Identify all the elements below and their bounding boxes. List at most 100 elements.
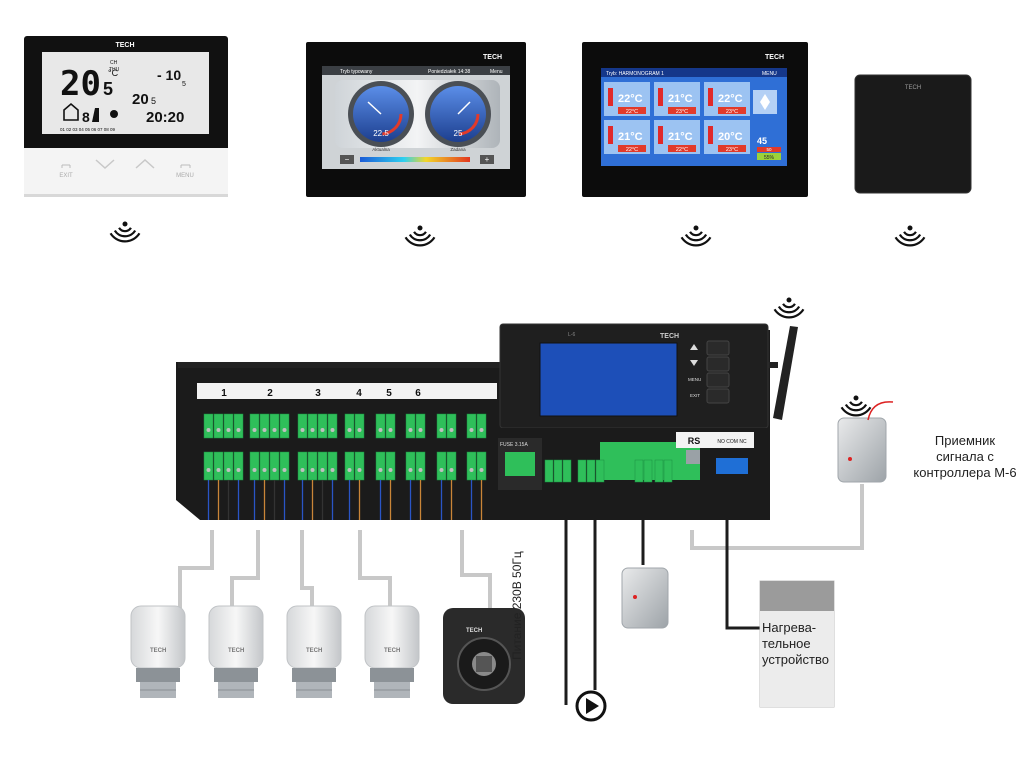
brand-logo-actuator: TECH — [228, 648, 244, 654]
gauge-1-value: 22.5 — [373, 129, 389, 138]
wifi-icon — [840, 395, 872, 417]
rs-label: RS — [688, 436, 701, 446]
rs-port[interactable] — [686, 450, 700, 464]
terminal — [223, 413, 234, 439]
controller-button-up[interactable] — [706, 340, 730, 356]
t1-zone: 8 — [82, 109, 90, 125]
t1-temp-sub: 5 — [103, 79, 113, 99]
receiver-label-line1: Приемник — [934, 433, 996, 448]
terminal — [203, 413, 214, 439]
terminal — [223, 451, 234, 481]
terminal — [249, 413, 260, 439]
terminal — [279, 451, 290, 481]
terminal — [446, 413, 457, 439]
terminal — [317, 451, 328, 481]
terminal — [249, 451, 260, 481]
terminal — [375, 451, 386, 481]
pump-icon — [575, 690, 607, 722]
terminal — [327, 451, 338, 481]
terminal — [203, 451, 214, 481]
valve-actuator: TECH — [443, 608, 525, 704]
gauge-2-value: 25 — [454, 129, 463, 138]
terminal — [269, 413, 280, 439]
plus-button[interactable]: + — [485, 155, 490, 164]
receiver-module — [837, 401, 894, 483]
terminal — [595, 459, 605, 483]
fuse-label: FUSE 3.15A — [500, 442, 528, 448]
brand-logo-controller: TECH — [660, 333, 679, 340]
t1-unit: °C — [108, 68, 119, 78]
t1-exit-button[interactable]: EXIT — [59, 173, 73, 179]
brand-logo-valve: TECH — [466, 628, 482, 634]
controller-model: L-6 — [568, 332, 575, 338]
t1-temp-main: 20 — [60, 64, 101, 104]
zone-tile[interactable]: 21°C22°C — [654, 120, 700, 154]
controller-menu-label: MENU — [688, 377, 701, 382]
controller-button-menu[interactable] — [706, 372, 730, 388]
brand-logo-3: TECH — [765, 54, 784, 61]
t1-outside-sub: 5 — [182, 81, 186, 88]
receiver-label-line2: сигнала с — [936, 449, 994, 464]
zone-tile[interactable]: 22°C22°C — [604, 82, 650, 116]
exit-icon — [61, 164, 71, 168]
terminal — [354, 451, 365, 481]
up-arrow-icon[interactable] — [135, 158, 155, 169]
brand-logo-actuator: TECH — [150, 648, 166, 654]
terminal — [476, 413, 487, 439]
navigation-cross-icon[interactable] — [760, 94, 770, 110]
zone-tile[interactable]: 21°C22°C — [604, 120, 650, 154]
terminal — [476, 451, 487, 481]
hand-icon — [92, 108, 99, 122]
zone-tile-set: 23°C — [726, 147, 738, 153]
down-arrow-icon-controller[interactable] — [690, 360, 698, 366]
zone-tile[interactable]: 20°C23°C — [704, 120, 750, 154]
zone-number: 1 — [221, 388, 227, 399]
heater-label: Нагрева- тельное устройство — [762, 620, 834, 668]
terminal — [466, 451, 477, 481]
terminal — [297, 413, 308, 439]
minus-button[interactable]: − — [345, 155, 350, 164]
t3-outside: 45 — [757, 136, 767, 146]
zone-tile-temp: 21°C — [668, 131, 693, 143]
zone-tile-set: 22°C — [626, 109, 638, 115]
brand-logo-1: TECH — [115, 42, 134, 49]
terminal — [405, 451, 416, 481]
zone-tiles: 22°C22°C21°C23°C22°C23°C21°C22°C21°C22°C… — [604, 82, 750, 154]
terminal — [654, 459, 664, 483]
terminal — [553, 459, 563, 483]
heating-device — [759, 580, 835, 708]
terminal — [307, 451, 318, 481]
terminal — [405, 413, 416, 439]
terminal — [643, 459, 653, 483]
zone-tile-set: 23°C — [676, 109, 688, 115]
terminal — [385, 451, 396, 481]
controller-exit-label: EXIT — [690, 393, 700, 398]
wifi-icon — [680, 225, 712, 247]
controller-button-down[interactable] — [706, 356, 730, 372]
home-icon — [63, 102, 79, 121]
zone-tile[interactable]: 22°C23°C — [704, 82, 750, 116]
thermal-actuator: TECH — [364, 605, 420, 698]
terminal — [279, 413, 290, 439]
zone-tile[interactable]: 21°C23°C — [654, 82, 700, 116]
up-arrow-icon-controller[interactable] — [690, 344, 698, 350]
temperature-bar — [360, 157, 470, 162]
t2-header-mid: Poniedziałek 14:38 — [428, 69, 470, 75]
t1-outside-temp: - 10 — [157, 67, 181, 83]
down-arrow-icon[interactable] — [95, 159, 115, 170]
receiver-label-line3: контроллера М-6 — [913, 465, 1017, 480]
t3-menu-button[interactable]: MENU — [762, 71, 777, 77]
controller-button-exit[interactable] — [706, 388, 730, 404]
terminal — [436, 451, 447, 481]
terminal — [415, 413, 426, 439]
terminal — [259, 413, 270, 439]
zone-number: 5 — [386, 388, 392, 399]
zone-number: 6 — [415, 388, 421, 399]
t1-menu-button[interactable]: MENU — [176, 173, 194, 179]
terminal — [577, 459, 587, 483]
t2-menu-button[interactable]: Menu — [490, 69, 503, 75]
relay-label: NO COM NC — [717, 439, 747, 445]
wifi-icon — [404, 225, 436, 247]
zone-tile-set: 22°C — [626, 147, 638, 153]
